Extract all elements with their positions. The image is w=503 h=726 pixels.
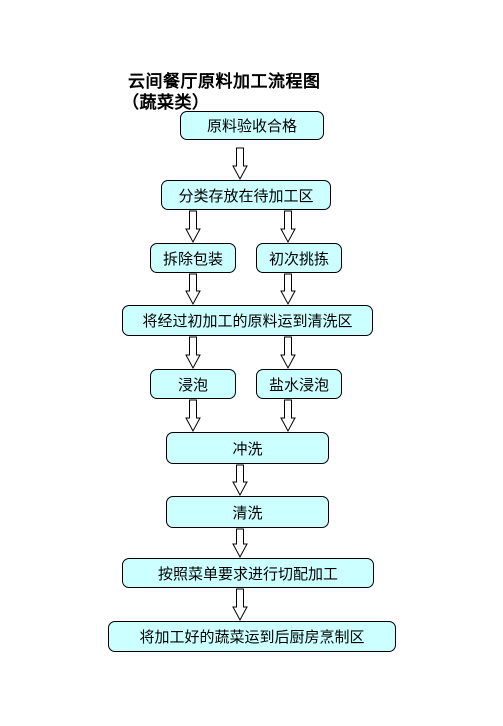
arrow-down-icon <box>185 399 201 433</box>
step-cut: 按照菜单要求进行切配加工 <box>122 558 374 588</box>
arrow-down-icon <box>232 147 248 181</box>
arrow-down-icon <box>232 528 248 559</box>
step-soak: 浸泡 <box>150 369 236 399</box>
step-unpack: 拆除包装 <box>150 243 236 273</box>
step-wash: 清洗 <box>166 496 329 528</box>
arrow-down-icon <box>232 464 248 497</box>
step-sort-store: 分类存放在待加工区 <box>161 180 331 210</box>
arrow-down-icon <box>185 273 201 306</box>
step-deliver: 将加工好的蔬菜运到后厨房烹制区 <box>108 621 396 652</box>
arrow-down-icon <box>280 336 296 370</box>
step-inspect: 原料验收合格 <box>180 111 324 140</box>
step-transport: 将经过初加工的原料运到清洗区 <box>122 305 373 336</box>
arrow-down-icon <box>280 210 296 244</box>
arrow-down-icon <box>185 210 201 244</box>
step-rinse: 冲洗 <box>166 432 329 464</box>
arrow-down-icon <box>280 273 296 306</box>
diagram-title: 云间餐厅原料加工流程图 <box>128 72 321 92</box>
arrow-down-icon <box>185 336 201 370</box>
diagram-subtitle: （蔬菜类） <box>122 93 210 113</box>
step-pre-select: 初次挑拣 <box>256 243 342 273</box>
arrow-down-icon <box>280 399 296 433</box>
step-salt-soak: 盐水浸泡 <box>256 369 342 399</box>
arrow-down-icon <box>232 588 248 622</box>
